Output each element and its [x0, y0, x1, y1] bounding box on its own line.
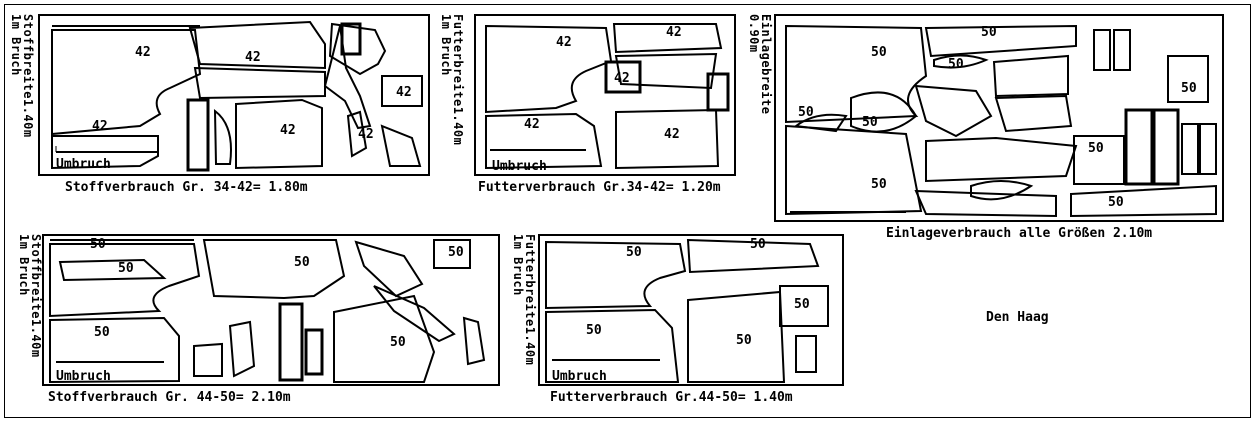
- fold-label: Umbruch: [56, 157, 111, 172]
- piece-label: 50: [1088, 141, 1104, 156]
- piece-label: 50: [586, 323, 602, 338]
- piece-label: 50: [626, 245, 642, 260]
- piece-label: 50: [90, 237, 106, 252]
- piece-label: 50: [448, 245, 464, 260]
- piece-label: 42: [524, 117, 540, 132]
- cutting-layout-futter-44-50: 50 50 50 50 50 Umbruch: [538, 234, 844, 386]
- piece-label: 50: [871, 45, 887, 60]
- piece-label: 42: [280, 123, 296, 138]
- piece-label: 50: [981, 25, 997, 40]
- consumption-caption: Stoffverbrauch Gr. 34-42= 1.80m: [65, 180, 308, 195]
- fabric-width-label: Stoffbreite1.40m 1m Bruch: [9, 14, 35, 138]
- location-label: Den Haag: [986, 310, 1049, 325]
- consumption-caption: Futterverbrauch Gr.44-50= 1.40m: [550, 390, 793, 405]
- piece-label: 50: [1181, 81, 1197, 96]
- piece-label: 50: [94, 325, 110, 340]
- consumption-caption: Einlageverbrauch alle Größen 2.10m: [886, 226, 1153, 241]
- piece-label: 50: [862, 115, 878, 130]
- pattern-pieces: 50 50 50 50 50 50 Umbruch: [49, 237, 486, 384]
- fabric-width-label: Stoffbreite1.40m 1m Bruch: [17, 234, 43, 358]
- consumption-caption: Stoffverbrauch Gr. 44-50= 2.10m: [48, 390, 291, 405]
- piece-label: 42: [396, 85, 412, 100]
- lining-width-label: Futterbreite1.40m 1m Bruch: [439, 14, 465, 146]
- piece-label: 50: [1108, 195, 1124, 210]
- pattern-pieces: 50 50 50 50 50 Umbruch: [545, 237, 829, 384]
- fold-label: Umbruch: [492, 159, 547, 174]
- piece-label: 50: [750, 237, 766, 252]
- piece-label: 50: [794, 297, 810, 312]
- cutting-layout-stoff-34-42: 42 42 42 42 42 42 Umbruch: [38, 14, 430, 176]
- piece-label: 50: [118, 261, 134, 276]
- piece-label: 42: [556, 35, 572, 50]
- cutting-layout-futter-34-42: 42 42 42 42 42 Umbruch: [474, 14, 736, 176]
- piece-label: 42: [666, 25, 682, 40]
- piece-label: 50: [948, 57, 964, 72]
- piece-label: 42: [245, 50, 261, 65]
- piece-label: 50: [798, 105, 814, 120]
- piece-label: 50: [871, 177, 887, 192]
- cutting-layout-einlage: 50 50 50 50 50 50 50 50 50: [774, 14, 1224, 222]
- consumption-caption: Futterverbrauch Gr.34-42= 1.20m: [478, 180, 721, 195]
- piece-label: 50: [294, 255, 310, 270]
- piece-label: 42: [614, 71, 630, 86]
- piece-label: 42: [664, 127, 680, 142]
- piece-label: 42: [92, 119, 108, 134]
- piece-label: 42: [358, 127, 374, 142]
- piece-label: 42: [135, 45, 151, 60]
- fold-label: Umbruch: [56, 369, 111, 384]
- drawing-frame: [4, 4, 1251, 418]
- lining-width-label: Futterbreite1.40m 1m Bruch: [511, 234, 537, 366]
- piece-label: 50: [390, 335, 406, 350]
- pattern-pieces: 42 42 42 42 42 Umbruch: [485, 23, 730, 174]
- fold-label: Umbruch: [552, 369, 607, 384]
- pattern-pieces: 42 42 42 42 42 42 Umbruch: [51, 20, 423, 172]
- cutting-layout-stoff-44-50: 50 50 50 50 50 50 Umbruch: [42, 234, 500, 386]
- pattern-pieces: 50 50 50 50 50 50 50 50 50: [785, 24, 1217, 218]
- interfacing-width-label: Einlagebreite 0.90m: [747, 14, 773, 115]
- piece-label: 50: [736, 333, 752, 348]
